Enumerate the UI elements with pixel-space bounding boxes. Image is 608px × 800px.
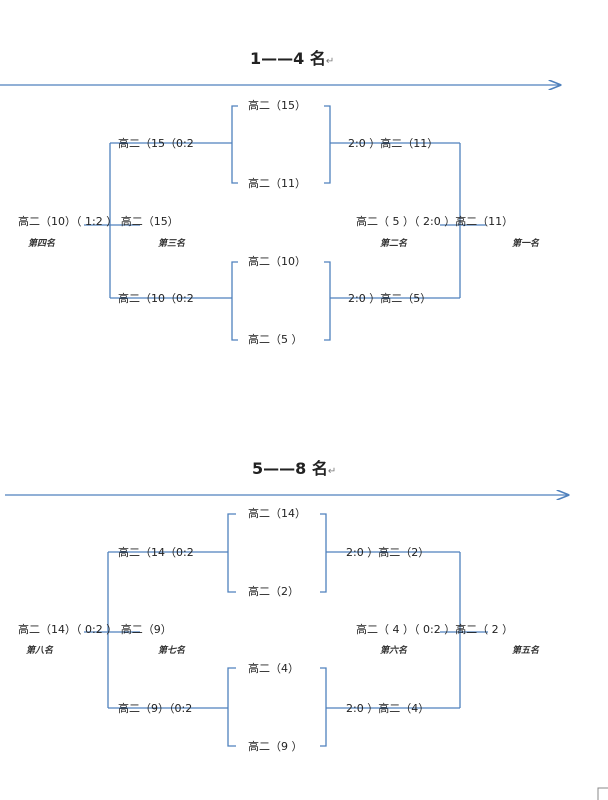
bottom-final-left: 高二（14）（ 0:2 ） 高二（9） xyxy=(18,623,172,636)
top-r1b-top: 高二（10） xyxy=(248,255,306,268)
bottom-semi-left-top: 高二（14（0:2 xyxy=(118,546,194,559)
bottom-semi-left-bottom: 高二（9）（0:2 xyxy=(118,702,193,715)
bottom-r1b-bottom: 高二（9 ） xyxy=(248,740,303,753)
center-box-bottom-a xyxy=(227,513,327,593)
top-semi-right-bottom: 2:0 ）高二（5） xyxy=(348,292,432,305)
bottom-r1a-bottom: 高二（2） xyxy=(248,585,299,598)
center-box-bottom-b xyxy=(227,667,327,747)
bottom-r1a-top: 高二（14） xyxy=(248,507,306,520)
top-r1a-bottom: 高二（11） xyxy=(248,177,306,190)
rank-4: 第四名 xyxy=(28,239,56,249)
rank-1: 第一名 xyxy=(512,239,540,249)
rank-2: 第二名 xyxy=(380,239,408,249)
rank-8: 第八名 xyxy=(26,646,54,656)
top-final-right: 高二（ 5 ）（ 2:0 ）高二（11） xyxy=(356,215,514,228)
top-semi-right-top: 2:0 ）高二（11） xyxy=(348,137,439,150)
top-semi-left-top: 高二（15（0:2 xyxy=(118,137,194,150)
top-semi-left-bottom: 高二（10（0:2 xyxy=(118,292,194,305)
bracket-bottom-title: 5——8 名↵ xyxy=(252,459,337,478)
bottom-semi-right-bottom: 2:0 ）高二（4） xyxy=(346,702,430,715)
top-r1b-bottom: 高二（5 ） xyxy=(248,333,303,346)
rank-6: 第六名 xyxy=(380,646,408,656)
center-box-top-b xyxy=(231,261,331,341)
bracket-top-title: 1——4 名↵ xyxy=(250,49,335,68)
rank-5: 第五名 xyxy=(512,646,540,656)
bottom-r1b-top: 高二（4） xyxy=(248,662,299,675)
rank-7: 第七名 xyxy=(158,646,186,656)
bottom-final-right: 高二（ 4 ）（ 0:2 ）高二（ 2 ） xyxy=(356,623,514,636)
top-r1a-top: 高二（15） xyxy=(248,99,306,112)
bottom-semi-right-top: 2:0 ）高二（2） xyxy=(346,546,430,559)
rank-3: 第三名 xyxy=(158,239,186,249)
center-box-top-a xyxy=(231,105,331,184)
top-final-left: 高二（10）（ 1:2 ） 高二（15） xyxy=(18,215,179,228)
